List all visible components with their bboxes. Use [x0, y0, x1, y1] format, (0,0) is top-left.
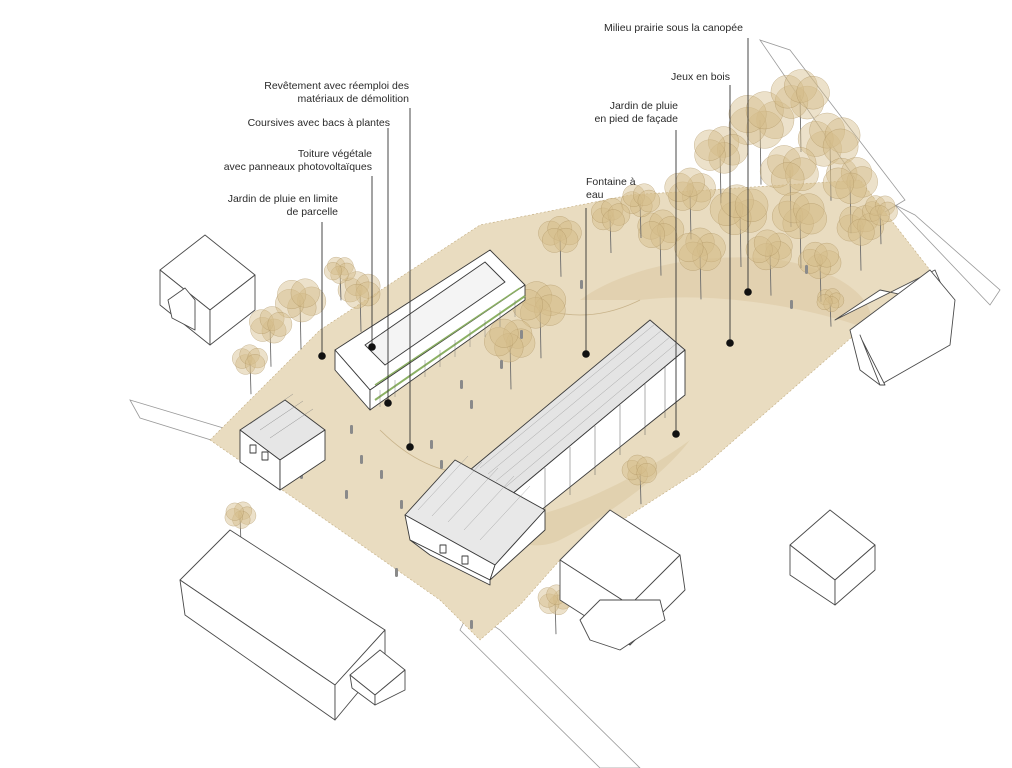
label-fontaine: Fontaine à eau	[586, 176, 636, 201]
dot-coursives	[384, 399, 392, 407]
dot-jardin-limite	[318, 352, 326, 360]
person	[395, 568, 398, 577]
person	[380, 470, 383, 479]
person	[350, 425, 353, 434]
person	[790, 300, 793, 309]
dot-jardin-facade	[672, 430, 680, 438]
neighbour-houses	[159, 234, 956, 721]
tree	[836, 205, 884, 271]
person	[430, 440, 433, 449]
label-jeux: Jeux en bois	[671, 71, 730, 83]
label-milieu: Milieu prairie sous la canopée	[604, 22, 743, 34]
label-toiture: Toiture végétale avec panneaux photovolt…	[223, 148, 372, 173]
person	[360, 455, 363, 464]
tree	[591, 198, 631, 254]
dot-revetement	[406, 443, 414, 451]
tree	[324, 256, 356, 301]
project-buildings	[239, 249, 686, 586]
person	[500, 360, 503, 369]
tree	[822, 157, 878, 234]
label-jardin-limite: Jardin de pluie en limite de parcelle	[227, 193, 338, 218]
label-coursives: Coursives avec bacs à plantes	[247, 117, 390, 129]
dot-fontaine	[582, 350, 590, 358]
annotation-leaders	[321, 38, 749, 445]
small-house	[239, 393, 326, 491]
tree	[275, 278, 327, 350]
farmhouse	[404, 455, 546, 586]
streets	[129, 39, 1001, 768]
tree	[674, 227, 726, 300]
person	[470, 400, 473, 409]
tree	[772, 192, 827, 269]
tree-canopy	[224, 69, 898, 635]
annotation-dots	[318, 288, 752, 451]
neighbour-barn-bottom-left	[179, 529, 406, 721]
tree	[538, 216, 582, 277]
tree	[759, 145, 819, 228]
person	[460, 380, 463, 389]
neighbour-house-top-left	[159, 234, 256, 346]
neighbour-house-far-right	[834, 269, 956, 386]
tree	[620, 183, 661, 239]
person	[805, 265, 808, 274]
tree	[337, 271, 381, 332]
dot-milieu	[744, 288, 752, 296]
tree	[862, 195, 898, 245]
tree	[511, 281, 566, 359]
tree	[621, 454, 657, 505]
dot-toiture	[368, 343, 376, 351]
neighbour-house-bottom-center	[559, 509, 686, 651]
tree	[484, 318, 536, 390]
person	[520, 330, 523, 339]
tree	[797, 112, 861, 201]
label-jardin-facade: Jardin de pluie en pied de façade	[594, 100, 679, 125]
tree	[745, 229, 793, 296]
person	[470, 620, 473, 629]
tree	[770, 69, 830, 153]
tree	[637, 209, 685, 276]
green-roof-building	[334, 249, 526, 411]
person	[580, 280, 583, 289]
person	[440, 460, 443, 469]
person	[400, 500, 403, 509]
tree	[232, 344, 268, 395]
label-revetement: Revêtement avec réemploi des matériaux d…	[264, 80, 409, 105]
tree	[709, 184, 769, 268]
tree	[249, 306, 293, 367]
tree	[224, 501, 257, 546]
person	[345, 490, 348, 499]
neighbour-house-right	[789, 509, 876, 606]
tree	[816, 288, 845, 327]
dot-jeux	[726, 339, 734, 347]
tree	[798, 241, 842, 302]
tree	[694, 126, 749, 204]
